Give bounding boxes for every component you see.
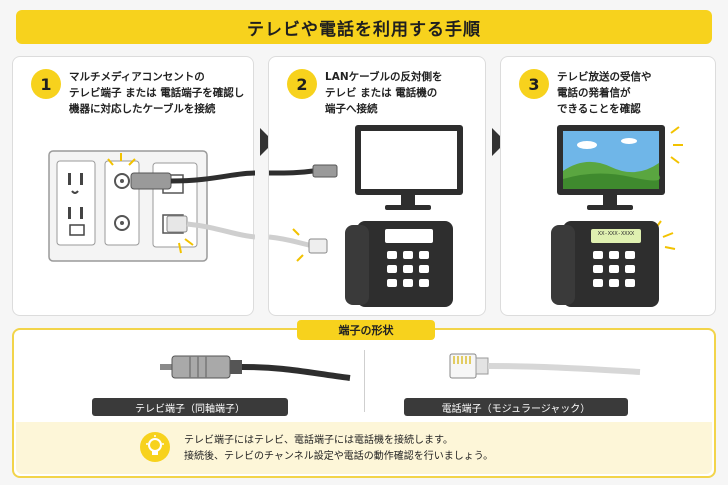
lightbulb-icon (140, 432, 170, 462)
step-2-line-2: テレビ または 電話機の (325, 87, 438, 99)
connector-shapes-panel: 端子の形状 テレビ端子（同軸端子） 電話端子（モジュラージャック） テレビ端子に… (12, 320, 716, 478)
connector-shapes-heading: 端子の形状 (297, 320, 435, 340)
title-banner: テレビや電話を利用する手順 (16, 10, 712, 44)
tv-terminal-label: テレビ端子（同軸端子） (92, 398, 288, 416)
page-title: テレビや電話を利用する手順 (247, 19, 481, 40)
shapes-divider (364, 350, 365, 412)
step-2-card: 2 LANケーブルの反対側を テレビ または 電話機の 端子へ接続 (268, 56, 486, 316)
step-1-line-1: マルチメディアコンセントの (69, 71, 205, 83)
tv-showing-landscape (557, 125, 665, 210)
coax-cable-illustration (160, 355, 351, 381)
step-3-card: 3 テレビ放送の受信や 電話の発着信が できることを確認 (500, 56, 716, 316)
tip-line-2: 接続後、テレビのチャンネル設定や電話の動作確認を行いましょう。 (184, 451, 494, 462)
power-outlet (56, 160, 96, 246)
step-1-number: 1 (31, 69, 61, 99)
step-3-line-3: できることを確認 (557, 103, 641, 115)
desk-phone (345, 221, 453, 307)
step-2-line-1: LANケーブルの反対側を (325, 71, 443, 83)
step-1-card: 1 マルチメディアコンセントの テレビ端子 または 電話端子を確認し 機器に対応… (12, 56, 255, 316)
lan-plug-end (308, 238, 328, 254)
tv-and-phone-connection-illustration (269, 125, 463, 307)
working-tv-and-phone-illustration (551, 125, 683, 307)
step-2-line-3: 端子へ接続 (325, 103, 378, 115)
ringing-desk-phone (551, 221, 659, 307)
multimedia-outlet-illustration (48, 150, 255, 262)
tip-text: テレビ端子にはテレビ、電話端子には電話機を接続します。 接続後、テレビのチャンネ… (184, 433, 493, 465)
step-1-line-2: テレビ端子 または 電話端子を確認し (69, 87, 245, 99)
step-3-text: テレビ放送の受信や 電話の発着信が できることを確認 (557, 69, 652, 117)
tv-monitor (355, 125, 463, 210)
phone-display-number: XX-XXX-XXXX (597, 231, 635, 237)
phone-terminal-label: 電話端子（モジュラージャック） (404, 398, 628, 416)
tip-box: テレビ端子にはテレビ、電話端子には電話機を接続します。 接続後、テレビのチャンネ… (16, 422, 712, 474)
step-1-line-3: 機器に対応したケーブルを接続 (69, 103, 216, 115)
step-3-line-2: 電話の発着信が (557, 87, 631, 99)
step-1-text: マルチメディアコンセントの テレビ端子 または 電話端子を確認し 機器に対応した… (69, 69, 244, 117)
lan-plug (166, 215, 188, 233)
step-2-text: LANケーブルの反対側を テレビ または 電話機の 端子へ接続 (325, 69, 442, 117)
lan-cable-illustration (449, 353, 641, 379)
step-3-number: 3 (519, 69, 549, 99)
step-2-number: 2 (287, 69, 317, 99)
coax-plug-end (312, 164, 338, 178)
step-3-line-1: テレビ放送の受信や (557, 71, 652, 83)
coax-plug (130, 172, 172, 190)
tip-line-1: テレビ端子にはテレビ、電話端子には電話機を接続します。 (184, 435, 453, 446)
